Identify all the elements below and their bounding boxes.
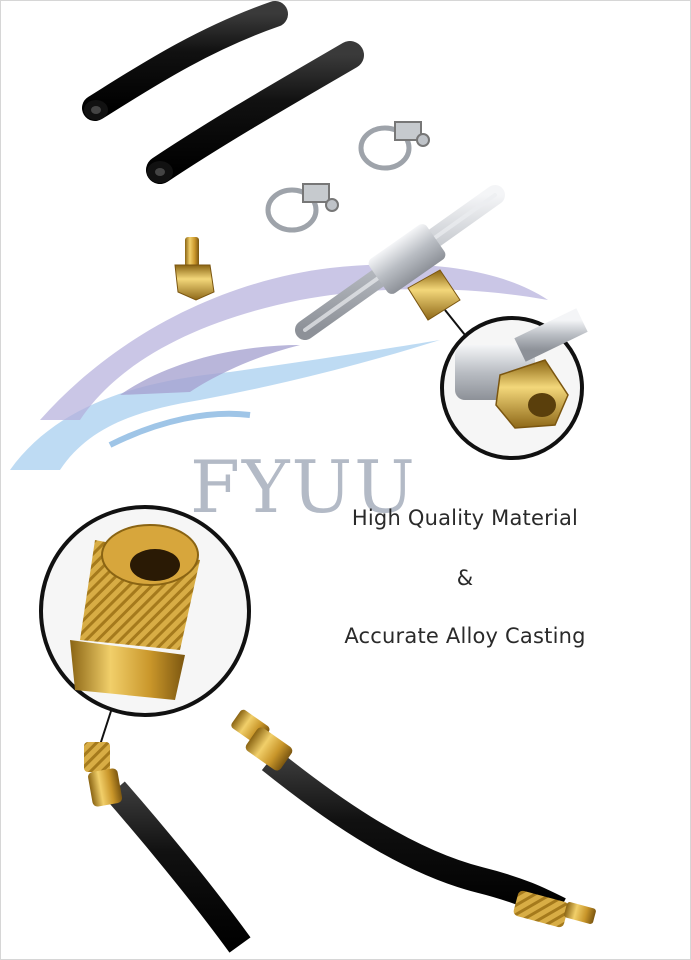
zoom-detail-knurled-nut	[39, 505, 251, 746]
black-hose-1	[82, 1, 288, 121]
brass-barb-fitting	[174, 237, 215, 301]
aluminum-tee-fitting	[295, 185, 505, 340]
caption-line-3: Accurate Alloy Casting	[344, 624, 586, 648]
hose-clamp-1	[358, 121, 430, 171]
watermark-logo	[10, 264, 548, 470]
black-hose-2	[146, 41, 364, 184]
hose-clamp-2	[265, 183, 339, 233]
charging-hose-2	[231, 709, 596, 928]
zoom-detail-tee	[440, 308, 588, 460]
caption-line-1: High Quality Material	[351, 506, 579, 530]
caption-ampersand: &	[456, 566, 474, 590]
watermark-text: FYUU	[190, 445, 417, 529]
charging-hose-1	[84, 742, 251, 953]
